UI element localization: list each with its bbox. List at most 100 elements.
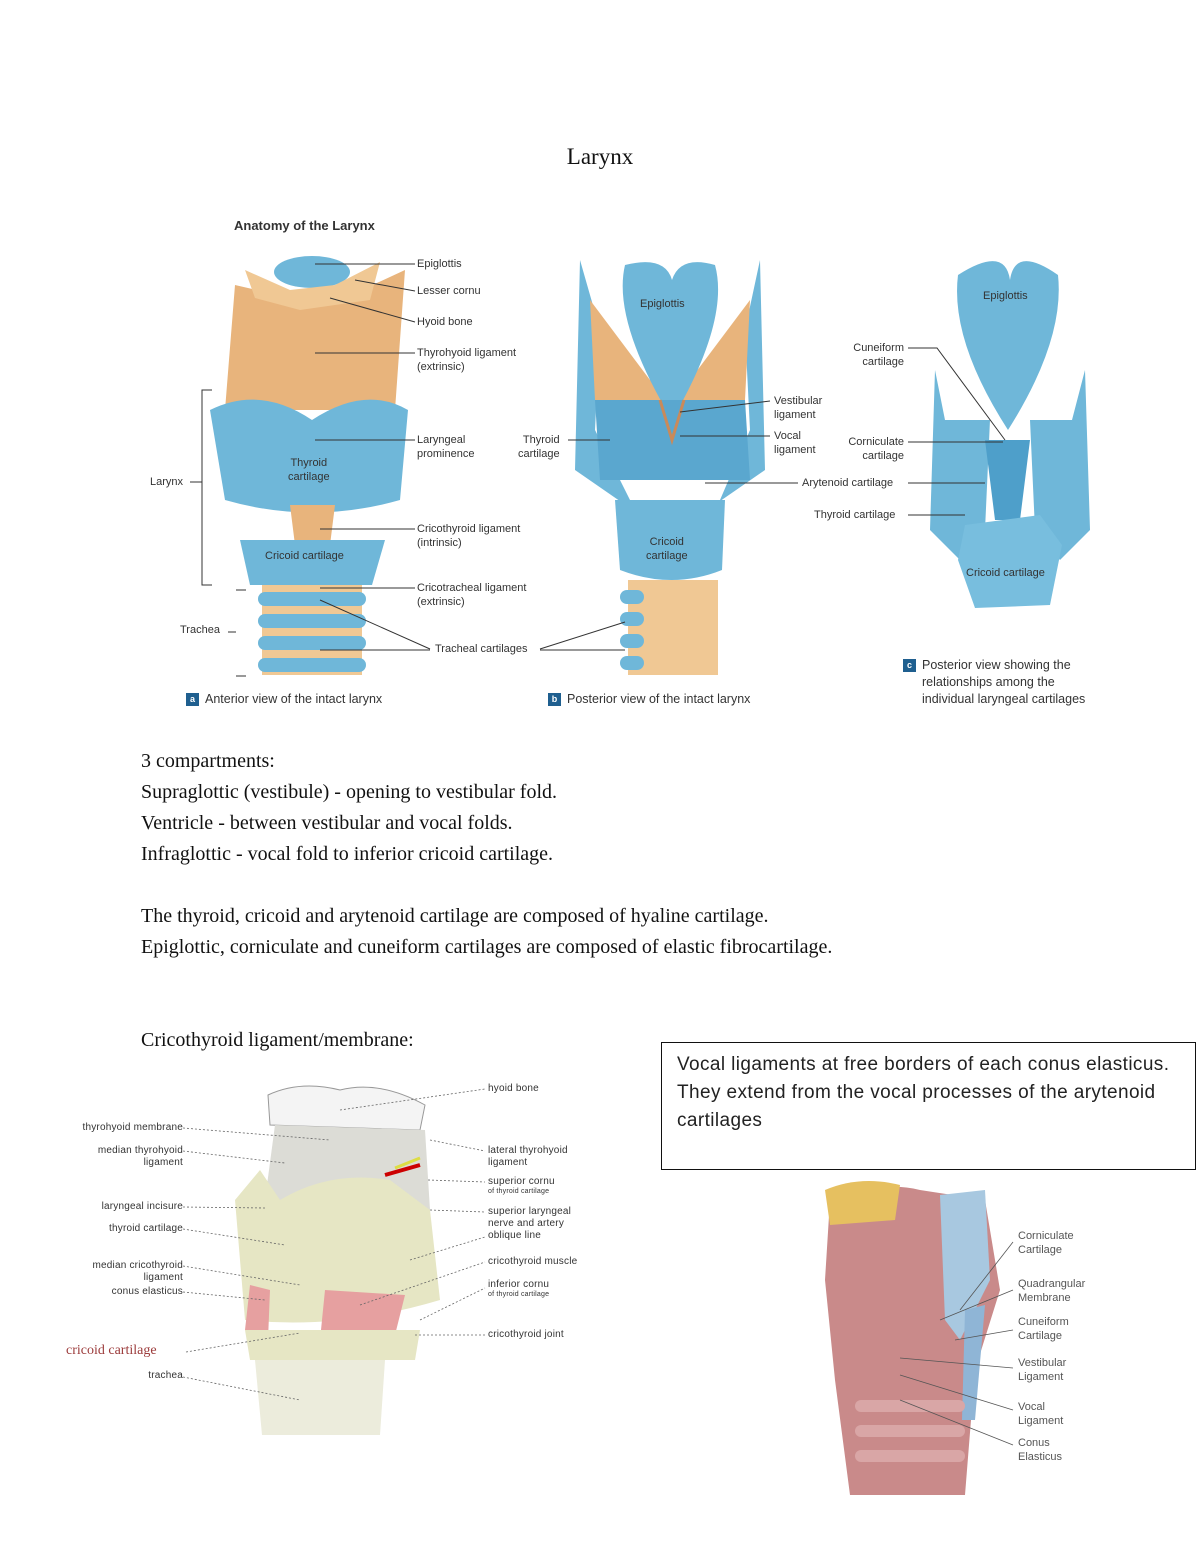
label-line: Cartilage xyxy=(1018,1330,1063,1342)
posterior-larynx-illustration xyxy=(539,260,798,675)
caption-text: Anterior view of the intact larynx xyxy=(205,692,383,706)
label-line: cartilage xyxy=(646,550,688,562)
label-line: Cricoid xyxy=(649,536,684,548)
label-trachea-c: trachea xyxy=(148,1370,183,1381)
label-tracheal-cartilages: Tracheal cartilages xyxy=(435,643,528,655)
label-line: (extrinsic) xyxy=(417,596,465,608)
textbox-line: They extend from the vocal processes of … xyxy=(677,1082,1156,1131)
label-line: ligament xyxy=(143,1272,183,1283)
hyoid-bone xyxy=(245,262,380,310)
label-line: cartilage xyxy=(288,471,330,483)
label-epiglottis: Epiglottis xyxy=(417,258,462,270)
label-thyroid-cartilage-a: Thyroid cartilage xyxy=(288,456,330,484)
label-line: Vestibular xyxy=(1018,1357,1067,1369)
label-cricoid-cartilage-b: Cricoid cartilage xyxy=(646,535,688,563)
label-cricotracheal-ligament: Cricotracheal ligament (extrinsic) xyxy=(417,581,526,609)
label-line: Ligament xyxy=(1018,1371,1064,1383)
thyroid-cartilage-c xyxy=(930,370,990,560)
label-line: Thyroid xyxy=(290,457,328,469)
label-line: Membrane xyxy=(1018,1292,1071,1304)
label-line: median thyrohyoid xyxy=(97,1145,183,1156)
epiglottis-b xyxy=(622,262,719,420)
label-line: of thyroid cartilage xyxy=(488,1188,550,1195)
label-line: superior laryngeal xyxy=(488,1206,572,1217)
label-arytenoid-cartilage-b: Arytenoid cartilage xyxy=(802,477,894,489)
cricothyroid-ligament-a xyxy=(290,505,335,545)
label-hyoid-bone-c: hyoid bone xyxy=(488,1083,539,1094)
thyrohyoid-membrane xyxy=(225,270,405,410)
figure-heading: Anatomy of the Larynx xyxy=(234,218,375,233)
label-line: Cuneiform xyxy=(853,342,904,354)
note-supraglottic: Supraglottic (vestibule) - opening to ve… xyxy=(141,781,558,803)
label-line: Vestibular xyxy=(774,395,823,407)
cricoid-cartilage-b xyxy=(615,500,725,580)
label-line: Cuneiform xyxy=(1018,1316,1069,1328)
label-epiglottis-c: Epiglottis xyxy=(983,290,1028,302)
label-line: Corniculate xyxy=(848,436,904,448)
label-line: Vocal xyxy=(774,430,801,442)
label-line: Elasticus xyxy=(1018,1451,1063,1463)
note-cricothyroid-heading: Cricothyroid ligament/membrane: xyxy=(141,1029,414,1051)
label-lesser-cornu: Lesser cornu xyxy=(417,285,481,297)
label-line: ligament xyxy=(143,1157,183,1168)
caption-text: relationships among the xyxy=(922,675,1055,689)
caption-text: individual laryngeal cartilages xyxy=(922,692,1086,706)
label-cricothyroid-muscle: cricothyroid muscle xyxy=(488,1256,578,1267)
label-line: inferior cornu xyxy=(488,1279,550,1290)
label-line: cartilage xyxy=(518,448,560,460)
label-line: Cricotracheal ligament xyxy=(417,582,527,594)
label-line: ligament xyxy=(774,444,816,456)
label-line: of thyroid cartilage xyxy=(488,1291,550,1298)
label-conus-elasticus: conus elasticus xyxy=(111,1286,183,1297)
label-line: Thyroid xyxy=(522,434,560,446)
note-elastic: Epiglottic, corniculate and cuneiform ca… xyxy=(141,936,833,958)
sagittal-larynx-illustration xyxy=(825,1181,1014,1495)
label-line: Thyrohyoid ligament xyxy=(417,347,517,359)
label-line: median cricothyroid xyxy=(92,1260,183,1271)
label-hyoid-bone: Hyoid bone xyxy=(417,316,473,328)
label-line: (intrinsic) xyxy=(417,537,462,549)
note-ventricle: Ventricle - between vestibular and vocal… xyxy=(141,812,513,834)
vocal-ligament-textbox: Vocal ligaments at free borders of each … xyxy=(661,1042,1196,1170)
label-cricothyroid-ligament: Cricothyroid ligament(intrinsic) xyxy=(417,522,520,550)
label-line: Corniculate xyxy=(1018,1230,1074,1242)
label-corniculate-cartilage: Corniculate cartilage xyxy=(840,435,904,463)
cricoid-cartilage-c xyxy=(958,515,1062,608)
cricoid-cartilage-a xyxy=(240,540,385,585)
label-line: Cartilage xyxy=(1018,1244,1063,1256)
note-hyaline: The thyroid, cricoid and arytenoid carti… xyxy=(141,905,769,927)
label-cricoid-cartilage: cricoid cartilage xyxy=(66,1343,157,1358)
label-line: (extrinsic) xyxy=(417,361,465,373)
label-line: ligament xyxy=(488,1157,528,1168)
textbox-line: Vocal ligaments at free borders of each … xyxy=(677,1054,1170,1075)
cricothyroid-illustration xyxy=(182,1085,486,1435)
label-line: Ligament xyxy=(1018,1415,1064,1427)
thyroid-cartilage-a xyxy=(210,399,408,513)
anterior-larynx-illustration xyxy=(190,256,431,677)
label-thyrohyoid-membrane: thyrohyoid membrane xyxy=(82,1122,183,1133)
note-infraglottic: Infraglottic - vocal fold to inferior cr… xyxy=(141,843,554,865)
label-larynx: Larynx xyxy=(150,476,184,488)
label-line: oblique line xyxy=(488,1230,541,1241)
label-cricoid-cartilage-c: Cricoid cartilage xyxy=(966,567,1045,579)
trachea-c xyxy=(255,1360,385,1435)
label-thyroid-cartilage-b: Thyroid cartilage xyxy=(518,433,560,461)
badge-c: c xyxy=(903,659,916,672)
label-line: Vocal xyxy=(1018,1401,1045,1413)
label-line: cartilage xyxy=(862,450,904,462)
label-thyroid-cartilage: thyroid cartilage xyxy=(109,1223,183,1234)
hyoid-bone-c xyxy=(267,1085,426,1131)
label-line: superior cornu xyxy=(488,1176,555,1187)
label-line: Laryngeal xyxy=(417,434,466,446)
